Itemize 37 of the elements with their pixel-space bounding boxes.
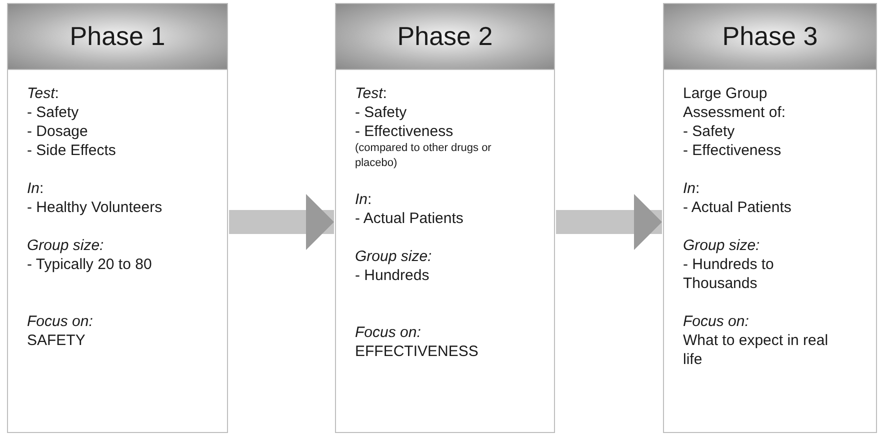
block-arrow (556, 194, 662, 250)
card-text: - Effectiveness (355, 122, 454, 141)
card-text: - Effectiveness (683, 141, 782, 160)
card-text: (compared to other drugs or placebo) (355, 141, 492, 171)
card-text: - Actual Patients (355, 209, 464, 228)
card-text: Group size: (27, 236, 105, 255)
card-text: Focus on: (27, 312, 94, 331)
card-text: SAFETY (27, 331, 86, 350)
card-text: - Typically 20 to 80 (27, 255, 153, 274)
card-text: In: (355, 190, 373, 209)
card-text: EFFECTIVENESS (355, 342, 480, 361)
card-text: - Hundreds to Thousands (683, 255, 775, 293)
block-arrow (229, 194, 334, 250)
card-text: In: (27, 179, 45, 198)
card-text: - Side Effects (27, 141, 117, 160)
phase-header: Phase 2 (336, 4, 554, 70)
phase-card (335, 3, 555, 433)
phase-card (7, 3, 228, 433)
card-text: What to expect in real life (683, 331, 830, 369)
card-text: Group size: (683, 236, 761, 255)
card-text: In: (683, 179, 701, 198)
card-text: Test: (27, 84, 60, 103)
card-text: Focus on: (355, 323, 422, 342)
card-text: - Dosage (27, 122, 89, 141)
card-text: - Safety (27, 103, 80, 122)
phase-header: Phase 3 (664, 4, 876, 70)
card-text: Large Group Assessment of: (683, 84, 787, 122)
card-text: - Actual Patients (683, 198, 792, 217)
card-text: - Safety (683, 122, 736, 141)
card-text: - Healthy Volunteers (27, 198, 164, 217)
phase-header: Phase 1 (8, 4, 227, 70)
card-text: Focus on: (683, 312, 750, 331)
card-text: Test: (355, 84, 388, 103)
phase-card (663, 3, 877, 433)
card-text: - Hundreds (355, 266, 430, 285)
card-text: - Safety (355, 103, 408, 122)
card-text: Group size: (355, 247, 433, 266)
